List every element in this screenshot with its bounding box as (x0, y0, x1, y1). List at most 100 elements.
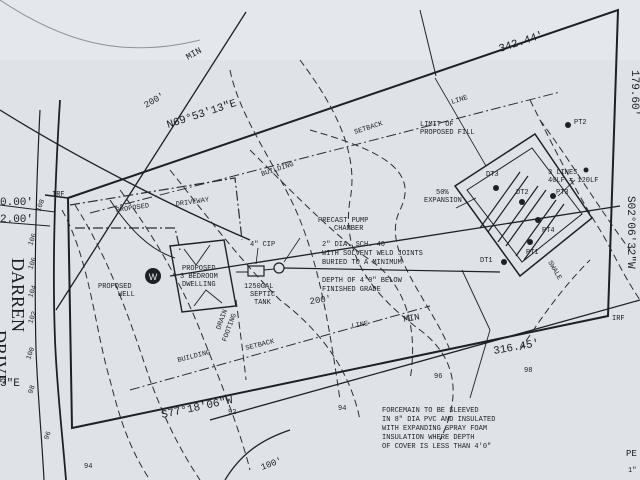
footing-drain-line (235, 299, 247, 381)
cip-leader (255, 247, 259, 265)
three-lines-label-2: 40LF = 120LF (548, 177, 598, 185)
well-symbol: W (145, 268, 161, 284)
line-label-mid: LINE (351, 320, 369, 331)
pump-leader (283, 237, 301, 263)
dim-left-00: 0.00' (0, 197, 33, 209)
proposed-driveway (69, 177, 243, 259)
driveway-outline-north (69, 177, 243, 241)
contour-label-98: 98 (27, 384, 37, 395)
test-pit-markers (493, 122, 589, 265)
forcemain-note-2: IN 8" DIA PVC AND INSULATED (382, 416, 495, 424)
contour-104 (119, 189, 251, 471)
septic-label-2: SEPTIC (250, 291, 275, 299)
test-pit-icon (501, 259, 507, 265)
test-pit-label-pt3: PT3 (556, 189, 569, 197)
dwelling-label-3: DWELLING (182, 281, 216, 289)
bearing-left: 3"E (0, 378, 20, 390)
pipe-note-4: DEPTH OF 4'0" BELOW (322, 277, 403, 285)
property-boundary (44, 8, 620, 430)
contour-label-98-right: 98 (524, 367, 532, 375)
dwelling-label-2: 3 BEDROOM (180, 273, 218, 281)
road-name: DARREN (8, 258, 28, 332)
contour-label-92: 92 (228, 409, 236, 417)
trench-3b (523, 203, 565, 261)
well-radius-line-bottom (209, 299, 640, 421)
contour-label-104: 104 (27, 284, 39, 299)
forcemain-note-1: FORCEMAIN TO BE SLEEVED (382, 407, 479, 415)
contour-96 (299, 59, 454, 441)
road-name-2: DRIVE (0, 330, 10, 385)
trench-1b (487, 175, 529, 233)
test-pit-icon (493, 185, 499, 191)
contour-label-96: 96 (43, 430, 53, 441)
contour-label-102: 102 (27, 310, 39, 325)
well-symbol-letter: W (149, 272, 158, 282)
driveway-outline-south (75, 227, 181, 251)
trench-1 (479, 171, 521, 229)
forcemain-note-leader (469, 329, 491, 399)
building-setback-line-north (89, 91, 561, 214)
pipe-note-1: 2" DIA. SCH. 40 (322, 241, 385, 249)
contour-98 (309, 129, 451, 351)
fill-inner-outline (466, 147, 583, 263)
contour-108 (61, 209, 151, 480)
tie-line-top (419, 9, 437, 77)
building-setback-line-south (129, 305, 431, 391)
well-radius-line-mid (169, 205, 621, 277)
test-pit-icon (519, 199, 525, 205)
well-radius-lines (0, 9, 640, 480)
dwelling-footprint (169, 239, 237, 313)
forcemain-note-leader-2 (461, 269, 491, 331)
contour-faint-top (0, 0, 201, 49)
contour-102 (169, 169, 361, 421)
expansion-leader (455, 197, 477, 209)
dim-left-200: 2.00' (0, 214, 33, 226)
property-boundary-line (67, 8, 620, 430)
expansion-label: 50% (436, 189, 449, 197)
forcemain-note-3: WITH EXPANDING SPRAY FOAM (382, 425, 487, 433)
test-pit-label-dt3: DT3 (486, 171, 499, 179)
pe-label-sub: 1" (628, 467, 636, 475)
road-frontage-line-2 (0, 221, 51, 227)
limit-of-fill-outline (453, 132, 594, 278)
boundary-tail-left (44, 194, 69, 199)
well-label-2: WELL (118, 291, 135, 299)
forcemain-pipe (283, 267, 501, 273)
limit-of-fill-label-2: PROPOSED FILL (420, 129, 475, 137)
trench-2b (505, 189, 547, 247)
dim-200-mid: 200' (309, 294, 332, 307)
contour-label-108: 108 (35, 198, 47, 213)
trench-2 (497, 185, 539, 243)
trench-lines (479, 171, 565, 261)
tank-to-chamber-pipe (263, 268, 275, 271)
test-pit-label-pt1: PT1 (526, 249, 539, 257)
contour-94 (229, 69, 341, 401)
contour-96-right (539, 119, 631, 251)
radius-arc-bottom (224, 429, 291, 480)
road-lines (0, 99, 67, 480)
septic-label: 1250GAL (244, 283, 273, 291)
forcemain-note-4: INSULATION WHERE DEPTH (382, 434, 474, 442)
proposed-dwelling (169, 239, 237, 313)
road-edge-east (52, 99, 67, 480)
trench-3 (515, 199, 557, 257)
pipe-note-5: FINISHED GRADE (322, 286, 381, 294)
contour-label-94: 94 (84, 463, 92, 471)
bearing-s02: S02°06'32"W (624, 196, 636, 269)
dim-179-60: 179.60' (628, 70, 640, 116)
road-frontage-line (0, 204, 56, 213)
test-pit-icon (550, 193, 556, 199)
contour-label-100: 100 (25, 346, 37, 361)
irf-label-left: IRF (52, 191, 65, 199)
pump-chamber-label-2: CHAMBER (334, 225, 364, 233)
three-lines-label: 3 LINES (548, 169, 577, 177)
forcemain-note-5: OF COVER IS LESS THAN 4'0" (382, 443, 491, 451)
road-edge-center (34, 109, 45, 480)
dwelling-label: PROPOSED (182, 265, 216, 273)
three-lines-leader (557, 179, 576, 197)
dwelling-roof-hatch (183, 244, 211, 266)
limit-of-fill-label: LIMIT OF (420, 121, 454, 129)
well-radius-line-top (55, 11, 247, 311)
